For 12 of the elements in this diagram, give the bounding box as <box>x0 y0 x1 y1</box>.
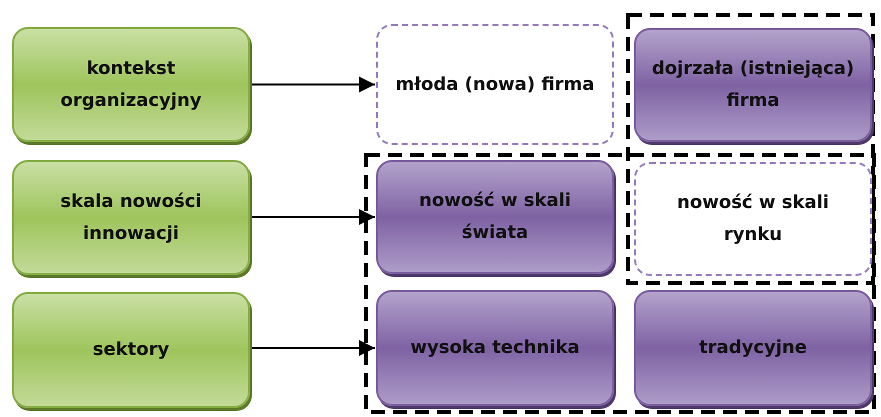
arrow <box>252 209 375 225</box>
dashed-option-box: młoda (nowa) firma <box>376 24 614 145</box>
dashed-option-box: nowość w skali rynku <box>634 162 872 276</box>
category-box: kontekst organizacyjny <box>12 27 250 142</box>
category-box: sektory <box>12 292 250 408</box>
category-box: skala nowości innowacji <box>12 160 250 275</box>
option-box: dojrzała (istniejąca) firma <box>634 28 872 142</box>
arrow <box>252 76 375 92</box>
option-box: nowość w skali świata <box>376 160 614 274</box>
arrow <box>252 340 375 356</box>
option-box: tradycyjne <box>634 290 872 406</box>
option-box: wysoka technika <box>376 290 614 406</box>
